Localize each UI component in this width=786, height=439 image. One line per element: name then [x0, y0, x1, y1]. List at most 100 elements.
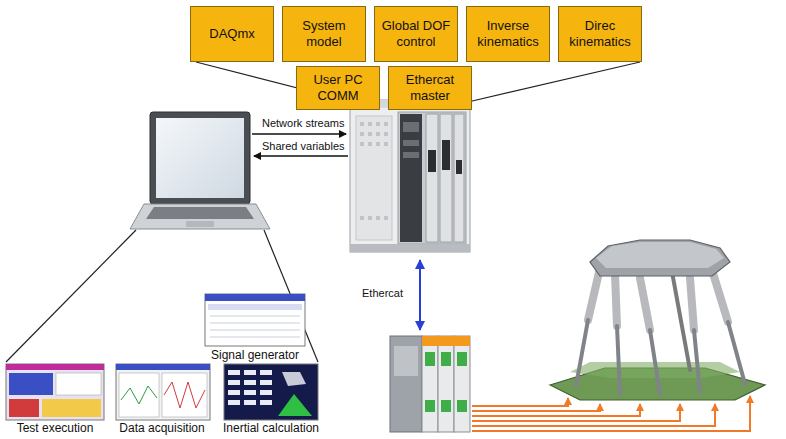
- pxi-chassis-part-part: [376, 216, 380, 220]
- software-module-box: Direc kinematics: [558, 6, 642, 62]
- pxi-chassis-part-part: [384, 216, 388, 220]
- pxi-chassis-part-part: [368, 132, 372, 136]
- servo-drives-part: [454, 336, 470, 346]
- screenshot-panel: Signal generator: [195, 292, 315, 363]
- hexapod-part-part: [712, 270, 728, 322]
- servo-drives-part: [441, 352, 451, 366]
- servo-drives-part: [425, 352, 435, 366]
- hexapod-part-part: [615, 274, 617, 326]
- screenshot-test-execution-part: [6, 364, 104, 370]
- hexapod-part-part: [694, 330, 700, 392]
- screenshot-data-acquisition-part: [162, 373, 207, 417]
- screenshot-inertial-calculation-part-part: [260, 380, 272, 385]
- pxi-chassis-part-part: [376, 132, 380, 136]
- screenshot-inertial-calculation-part-part: [260, 390, 272, 395]
- hexapod-part-part: [640, 278, 650, 330]
- screenshot-caption: Test execution: [17, 422, 94, 436]
- software-module-box: System model: [282, 6, 366, 62]
- pxi-chassis-part: [350, 244, 470, 252]
- screenshot-inertial-calculation: [224, 364, 318, 420]
- pxi-chassis-part-part: [360, 142, 364, 146]
- software-module-box: Global DOF control: [374, 6, 458, 62]
- hexapod-part-part: [617, 326, 620, 394]
- laptop-part: [146, 207, 254, 219]
- servo-drives-part: [454, 336, 470, 432]
- screenshot-inertial-calculation-part-part: [244, 370, 256, 375]
- module-label: Direc kinematics: [563, 18, 637, 49]
- pxi-chassis-part-part: [368, 122, 372, 126]
- screenshot-signal-generator-part: [210, 316, 300, 337]
- pxi-chassis-part: [356, 116, 392, 240]
- module-label: DAQmx: [209, 26, 255, 42]
- link-label: Network streams: [262, 117, 345, 130]
- laptop-part: [150, 112, 250, 204]
- pxi-chassis-part-part: [360, 132, 364, 136]
- servo-drives-part: [457, 352, 467, 366]
- pxi-chassis-part: [403, 122, 419, 132]
- servo-drives-part: [394, 346, 418, 376]
- pxi-chassis-part-part: [384, 122, 388, 126]
- module-label: System model: [287, 18, 361, 49]
- module-label: User PC COMM: [301, 72, 375, 103]
- laptop-part: [186, 221, 214, 227]
- laptop: [130, 112, 270, 229]
- motor-cables-part: [472, 404, 715, 426]
- bracket-lines-part: [468, 62, 640, 102]
- software-module-box: User PC COMM: [296, 66, 380, 110]
- servo-drives-part: [425, 400, 435, 412]
- screenshot-data-acquisition-part: [164, 382, 205, 408]
- screenshot-panel: Test execution: [0, 362, 110, 436]
- pxi-chassis-part: [428, 150, 436, 172]
- servo-drives: [390, 336, 470, 432]
- screenshot-test-execution-part: [56, 373, 101, 395]
- screenshot-inertial-calculation-part: [228, 370, 272, 405]
- pxi-chassis-part: [400, 114, 422, 242]
- laptop-part: [156, 118, 244, 198]
- screenshot-signal-generator-part-part: [210, 316, 300, 317]
- software-module-box: DAQmx: [190, 6, 274, 62]
- pxi-chassis-part: [398, 112, 466, 244]
- screenshot-inertial-calculation-part-part: [228, 370, 240, 375]
- motor-cables-part: [472, 398, 568, 406]
- screenshot-signal-generator: [205, 294, 305, 346]
- pxi-chassis-part-part: [384, 132, 388, 136]
- screenshot-inertial-calculation-part-part: [228, 380, 240, 385]
- screenshot-inertial-calculation-part-part: [244, 390, 256, 395]
- screenshot-inertial-calculation-part: [282, 372, 306, 386]
- hexapod-part: [596, 242, 724, 268]
- screenshot-test-execution-part: [42, 399, 101, 417]
- pxi-chassis-part-part: [384, 142, 388, 146]
- ethercat-arrow-part: [419, 260, 421, 330]
- screenshot-test-execution-part: [9, 373, 53, 395]
- pxi-chassis-part: [440, 114, 452, 242]
- motor-cables-part: [472, 396, 750, 431]
- screenshot-data-acquisition-part: [116, 364, 210, 370]
- screenshot-inertial-calculation-part-part: [244, 380, 256, 385]
- motor-cables: [472, 396, 750, 431]
- screenshot-inertial-calculation-part: [278, 394, 312, 416]
- laptop-to-screens-lines: [6, 230, 318, 362]
- screenshot-signal-generator-part-part: [210, 323, 300, 324]
- module-label: Ethercat master: [393, 72, 467, 103]
- screenshot-test-execution-part: [9, 399, 39, 417]
- servo-drives-part: [457, 400, 467, 412]
- pxi-chassis-part: [442, 140, 450, 170]
- software-module-box: Ethercat master: [388, 66, 472, 110]
- pxi-chassis-part-part: [376, 122, 380, 126]
- servo-drives-part: [390, 336, 422, 432]
- hexapod: [550, 240, 765, 400]
- hexapod-part-part: [650, 330, 660, 394]
- pc-link-arrows: [252, 134, 348, 156]
- screenshot-data-acquisition-part: [119, 373, 159, 417]
- pxi-chassis: [350, 100, 470, 252]
- motor-cables-part: [472, 404, 600, 411]
- hexapod-part-part: [690, 278, 694, 330]
- servo-drives-part: [438, 336, 454, 346]
- screenshot-inertial-calculation-part-part: [260, 370, 272, 375]
- screenshot-signal-generator-part: [205, 294, 305, 301]
- servo-drives-part: [422, 336, 438, 432]
- pxi-chassis-part-part: [376, 142, 380, 146]
- module-label: Inverse kinematics: [471, 18, 545, 49]
- module-label: Global DOF control: [379, 18, 453, 49]
- software-module-box: Inverse kinematics: [466, 6, 550, 62]
